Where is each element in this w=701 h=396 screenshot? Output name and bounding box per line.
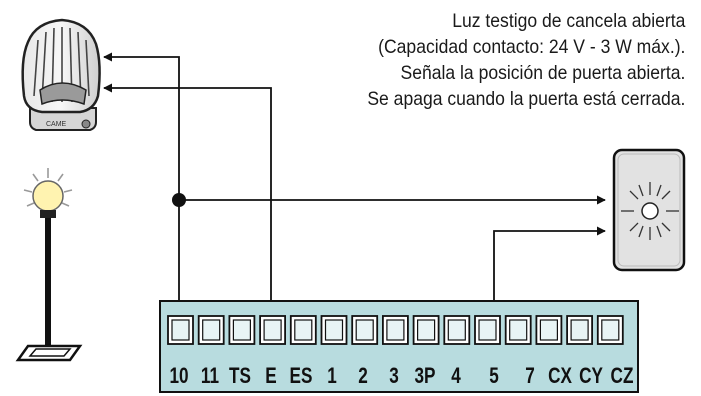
junction-node xyxy=(172,193,186,207)
description-line: Se apaga cuando la puerta está cerrada. xyxy=(366,88,685,110)
terminal-label: 5 xyxy=(489,364,499,389)
terminal-label: 1 xyxy=(327,364,337,389)
terminal-1 xyxy=(320,315,348,345)
terminal-label: 11 xyxy=(201,364,219,389)
terminal-11 xyxy=(197,315,225,345)
terminal-label: 7 xyxy=(525,364,535,389)
terminal-cz xyxy=(596,315,624,345)
terminal-cx xyxy=(535,315,563,345)
terminal-es xyxy=(289,315,317,345)
terminal-label: CY xyxy=(579,364,603,389)
terminal-7 xyxy=(504,315,532,345)
description-line: Luz testigo de cancela abierta xyxy=(451,10,685,32)
terminal-label: CX xyxy=(548,364,572,389)
wire-5-to-indicator-lamp xyxy=(493,226,606,318)
terminal-2 xyxy=(351,315,379,345)
svg-text:CAME: CAME xyxy=(46,121,67,128)
terminal-label: ES xyxy=(290,364,313,389)
terminal-label: CZ xyxy=(611,364,634,389)
description-line: Señala la posición de puerta abierta. xyxy=(400,62,685,84)
wire-e-to-flashing-light xyxy=(103,83,272,318)
terminal-label: 3P xyxy=(415,364,436,389)
description-text: Luz testigo de cancela abierta (Capacida… xyxy=(367,8,685,112)
terminal-label: 3 xyxy=(389,364,399,389)
terminal-4 xyxy=(443,315,471,345)
terminal-5 xyxy=(474,315,501,345)
wire-10-to-flashing-light xyxy=(103,52,180,318)
terminal-label: 10 xyxy=(169,364,188,389)
terminal-label: E xyxy=(265,364,276,389)
terminal-label: 2 xyxy=(358,364,368,389)
post-lamp-icon xyxy=(15,168,83,362)
description-line: (Capacidad contacto: 24 V - 3 W máx.). xyxy=(377,36,685,58)
terminal-10 xyxy=(167,315,194,345)
indicator-lamp-icon xyxy=(612,148,686,272)
terminal-3p xyxy=(412,315,440,345)
flashing-light-icon: CAME xyxy=(21,18,101,131)
terminal-label: TS xyxy=(229,364,251,389)
terminal-label: 4 xyxy=(451,364,461,389)
terminal-e xyxy=(259,315,287,345)
terminal-3 xyxy=(381,315,409,345)
wiring xyxy=(103,52,606,318)
terminal-cy xyxy=(566,315,593,345)
terminal-ts xyxy=(228,315,256,345)
